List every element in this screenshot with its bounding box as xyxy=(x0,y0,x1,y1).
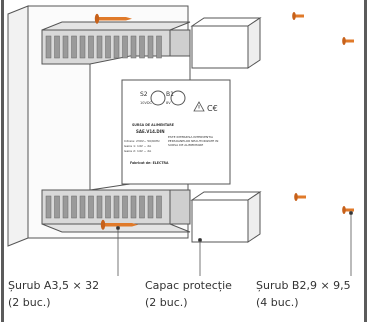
product-code: SAE.V14.DIN xyxy=(136,129,165,134)
protection-cover-bottom xyxy=(190,191,262,243)
terminal-slot xyxy=(54,195,60,219)
screw-a-quantity: (2 buc.) xyxy=(8,296,51,309)
terminal-slot xyxy=(54,35,60,59)
terminal-slot xyxy=(96,195,103,219)
terminal-slot xyxy=(88,35,94,59)
terminal-slot xyxy=(62,195,69,219)
top-terminal-slots xyxy=(45,35,162,59)
terminal-slot xyxy=(88,195,94,219)
warning-triangle-icon xyxy=(193,101,205,112)
screw-b-quantity: (4 buc.) xyxy=(256,296,299,309)
cover-quantity: (2 buc.) xyxy=(145,296,188,309)
terminal-slot xyxy=(71,35,77,59)
terminal-slot xyxy=(156,35,162,59)
spec-input: Intrare: 230V~ 50/60Hz xyxy=(124,139,160,143)
terminal-slot xyxy=(113,195,120,219)
screw-a-top xyxy=(94,13,132,24)
terminal-slot xyxy=(79,35,86,59)
terminal-slot xyxy=(139,195,145,219)
terminal-slot xyxy=(62,35,69,59)
screw-b-2 xyxy=(342,37,354,45)
terminal-slot xyxy=(79,195,86,219)
leader-lines xyxy=(116,210,353,276)
screw-b-3 xyxy=(294,193,306,201)
terminal-slot xyxy=(139,35,145,59)
ce-mark-icon: C€ xyxy=(207,104,218,113)
front-label: S2 10VDC B1 8V SURSA DE ALIMENTARE SAE.V… xyxy=(124,90,219,165)
screw-b-4 xyxy=(342,206,354,214)
terminal-slot xyxy=(96,35,103,59)
cover-title: Capac protecție xyxy=(145,279,232,292)
terminal-slot xyxy=(130,35,137,59)
terminal-slot xyxy=(147,195,154,219)
terminal-slot xyxy=(122,195,128,219)
terminal-slot xyxy=(45,35,52,59)
terminal-s2-label: S2 xyxy=(140,91,148,98)
terminal-slot xyxy=(71,195,77,219)
terminal-slot xyxy=(113,35,120,59)
terminal-slot xyxy=(45,195,52,219)
warning-text: ESTE INTERZISA INTERVENTIA PERSOANELOR N… xyxy=(168,135,219,147)
bottom-terminal-slots xyxy=(45,195,162,219)
terminal-slot xyxy=(122,35,128,59)
terminal-slot xyxy=(105,35,111,59)
manufacturer: Fabricat de: ELECTRA xyxy=(130,161,169,165)
terminal-slot xyxy=(156,195,162,219)
product-name: SURSA DE ALIMENTARE xyxy=(132,123,174,127)
terminal-slot xyxy=(105,195,111,219)
screw-a-title: Șurub A3,5 × 32 xyxy=(8,279,100,292)
terminal-slot xyxy=(130,195,137,219)
terminal-b1-sub: 8V xyxy=(166,101,171,105)
screw-b-title: Șurub B2,9 × 9,5 xyxy=(256,279,351,292)
terminal-s2-sub: 10VDC xyxy=(140,101,153,105)
protection-cover-top xyxy=(190,17,262,69)
screw-b-1 xyxy=(292,12,304,20)
screw-a-bottom xyxy=(100,219,138,230)
spec-output-2: Iesire 2: 14V ~ 2A xyxy=(124,149,152,153)
spec-output-1: Iesire 1: 14V ~ 2A xyxy=(124,144,152,148)
terminal-slot xyxy=(147,35,154,59)
terminal-b1-label: B1 xyxy=(166,91,174,98)
